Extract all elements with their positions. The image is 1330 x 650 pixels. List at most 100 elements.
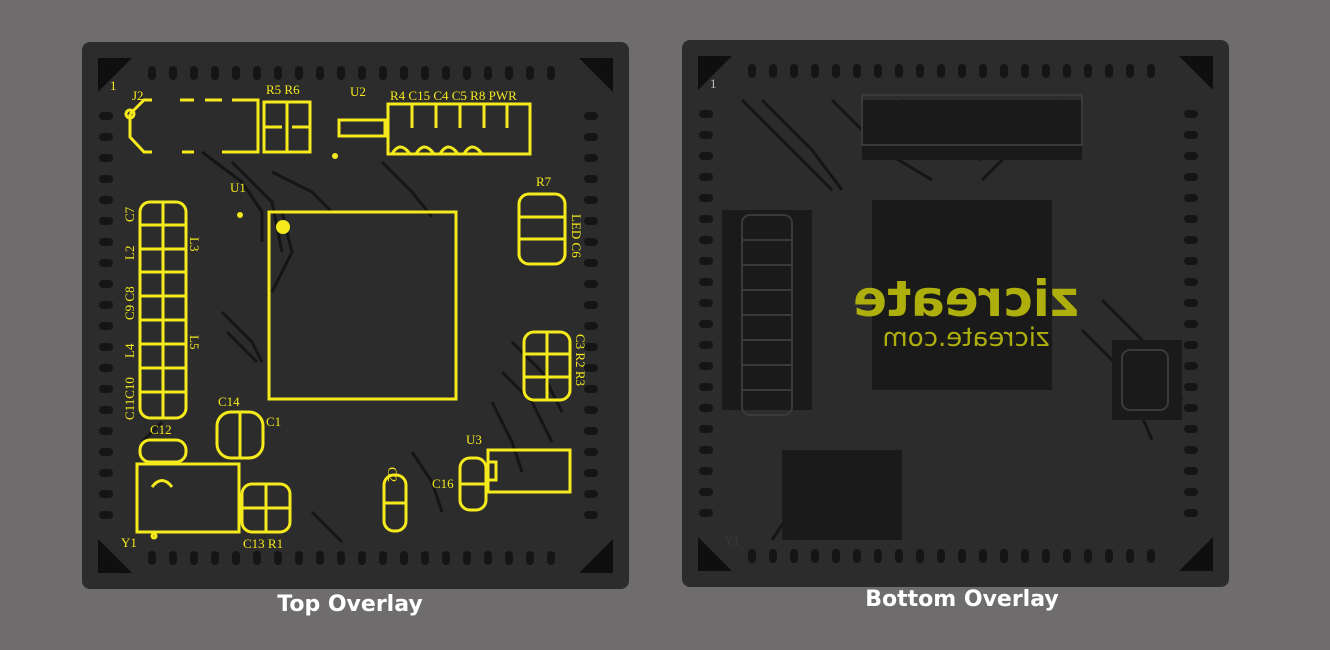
edge-pad	[937, 549, 945, 563]
top-overlay-panel[interactable]: 1 J2 R5 R6 U2 R4 C15 C4 C5 R8 PWR U1 R7 …	[82, 42, 629, 589]
edge-pad	[699, 509, 713, 517]
bottom-logo-url: zicreate.com	[882, 323, 1049, 353]
edge-pad	[1105, 549, 1113, 563]
edge-pad	[295, 551, 303, 565]
C14-label: C14	[218, 394, 240, 409]
edge-pad	[463, 551, 471, 565]
edge-pad	[99, 385, 113, 393]
edge-pad	[1000, 549, 1008, 563]
edge-pad	[811, 549, 819, 563]
edge-pad	[484, 551, 492, 565]
C8C9-label: C9 C8	[122, 286, 137, 320]
edge-pad	[505, 551, 513, 565]
edge-pad	[337, 551, 345, 565]
bottom-board: 1 zicreate zicreate.com Y1	[682, 40, 1229, 587]
edge-pad	[584, 238, 598, 246]
edge-pad	[853, 549, 861, 563]
edge-pad	[979, 64, 987, 78]
edge-pad	[274, 551, 282, 565]
edge-pad	[1021, 64, 1029, 78]
edge-pad	[874, 64, 882, 78]
bottom-overlay-panel[interactable]: 1 zicreate zicreate.com Y1	[682, 40, 1229, 587]
edge-pad	[99, 154, 113, 162]
edge-pad	[99, 511, 113, 519]
edge-pad	[584, 427, 598, 435]
edge-pad	[232, 66, 240, 80]
edge-pad	[442, 551, 450, 565]
edge-pad	[1021, 549, 1029, 563]
edge-pad	[699, 299, 713, 307]
edge-pad	[99, 406, 113, 414]
edge-pad	[1042, 64, 1050, 78]
edge-pad	[584, 175, 598, 183]
edge-pad	[584, 112, 598, 120]
edge-pad	[442, 66, 450, 80]
C2-label: C2	[385, 467, 400, 482]
edge-pad	[316, 551, 324, 565]
edge-pad	[463, 66, 471, 80]
edge-pad	[190, 551, 198, 565]
edge-pad	[584, 154, 598, 162]
edge-pad	[99, 112, 113, 120]
edge-pad	[584, 280, 598, 288]
edge-pad	[699, 383, 713, 391]
edge-pad	[584, 196, 598, 204]
R5R6-label: R5 R6	[266, 82, 300, 97]
edge-pad	[99, 238, 113, 246]
edge-pad	[699, 110, 713, 118]
edge-pad	[169, 551, 177, 565]
U2-label: U2	[350, 84, 366, 99]
edge-pad	[699, 446, 713, 454]
edge-pad	[1184, 215, 1198, 223]
edge-pad	[790, 64, 798, 78]
edge-pad	[1184, 299, 1198, 307]
edge-pad	[190, 66, 198, 80]
edge-pad	[699, 278, 713, 286]
edge-pad	[916, 64, 924, 78]
top-row-label: R4 C15 C4 C5 R8 PWR	[390, 88, 517, 103]
edge-pad	[99, 427, 113, 435]
L2-label: L2	[122, 246, 137, 260]
edge-pad	[99, 259, 113, 267]
edge-pad	[99, 469, 113, 477]
edge-pad	[937, 64, 945, 78]
edge-pad	[1184, 488, 1198, 496]
Y1-label: Y1	[121, 535, 137, 550]
edge-pad	[1184, 278, 1198, 286]
edge-pad	[699, 467, 713, 475]
edge-pad	[295, 66, 303, 80]
edge-pad	[379, 551, 387, 565]
edge-pad	[769, 64, 777, 78]
edge-pad	[790, 549, 798, 563]
LEDC6-label: LED C6	[569, 214, 584, 258]
edge-pad	[699, 194, 713, 202]
bottom-logo: zicreate	[853, 270, 1079, 328]
C12-label: C12	[150, 422, 172, 437]
L5-label: L5	[187, 335, 202, 349]
edge-pad	[400, 66, 408, 80]
edge-pad	[699, 173, 713, 181]
edge-pad	[699, 236, 713, 244]
edge-pad	[1184, 341, 1198, 349]
edge-pad	[1063, 549, 1071, 563]
edge-pad	[484, 66, 492, 80]
edge-pad	[584, 364, 598, 372]
C7-label: C7	[122, 206, 137, 222]
edge-pad	[99, 133, 113, 141]
edge-pad	[584, 448, 598, 456]
edge-pad	[505, 66, 513, 80]
L4-label: L4	[122, 343, 137, 358]
edge-pad	[832, 64, 840, 78]
edge-pad	[1000, 64, 1008, 78]
edge-pad	[1147, 549, 1155, 563]
edge-pad	[584, 322, 598, 330]
edge-pad	[979, 549, 987, 563]
edge-pad	[584, 133, 598, 141]
R7-label: R7	[536, 174, 552, 189]
edge-pad	[769, 549, 777, 563]
L3-label: L3	[187, 237, 202, 251]
U1-label: U1	[230, 180, 246, 195]
edge-pad	[337, 66, 345, 80]
edge-pad	[699, 257, 713, 265]
edge-pad	[699, 215, 713, 223]
